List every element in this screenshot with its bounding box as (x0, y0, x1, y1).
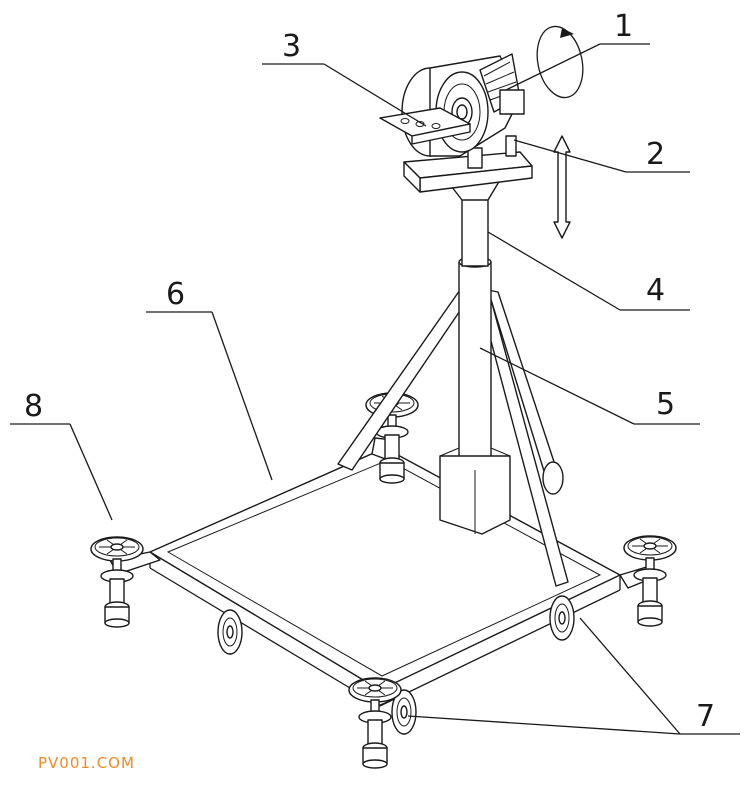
callout-8: 8 (24, 389, 43, 424)
callout-2: 2 (646, 137, 665, 172)
callout-7: 7 (696, 699, 715, 734)
callout-1: 1 (614, 9, 633, 44)
tripod-struts (337, 289, 569, 587)
inner-column (447, 179, 501, 267)
callout-5: 5 (656, 387, 675, 422)
leader-lines (10, 43, 740, 735)
callout-labels: 1 2 3 4 5 6 7 8 (24, 9, 715, 734)
callout-6: 6 (166, 277, 185, 312)
rotation-arrow-icon (536, 25, 584, 99)
mounting-plate (403, 135, 533, 193)
clamp-bracket (379, 107, 471, 145)
vertical-arrow-icon (553, 135, 571, 239)
callout-4: 4 (646, 273, 665, 308)
watermark: PV001.COM (38, 754, 135, 772)
callout-3: 3 (282, 29, 301, 64)
